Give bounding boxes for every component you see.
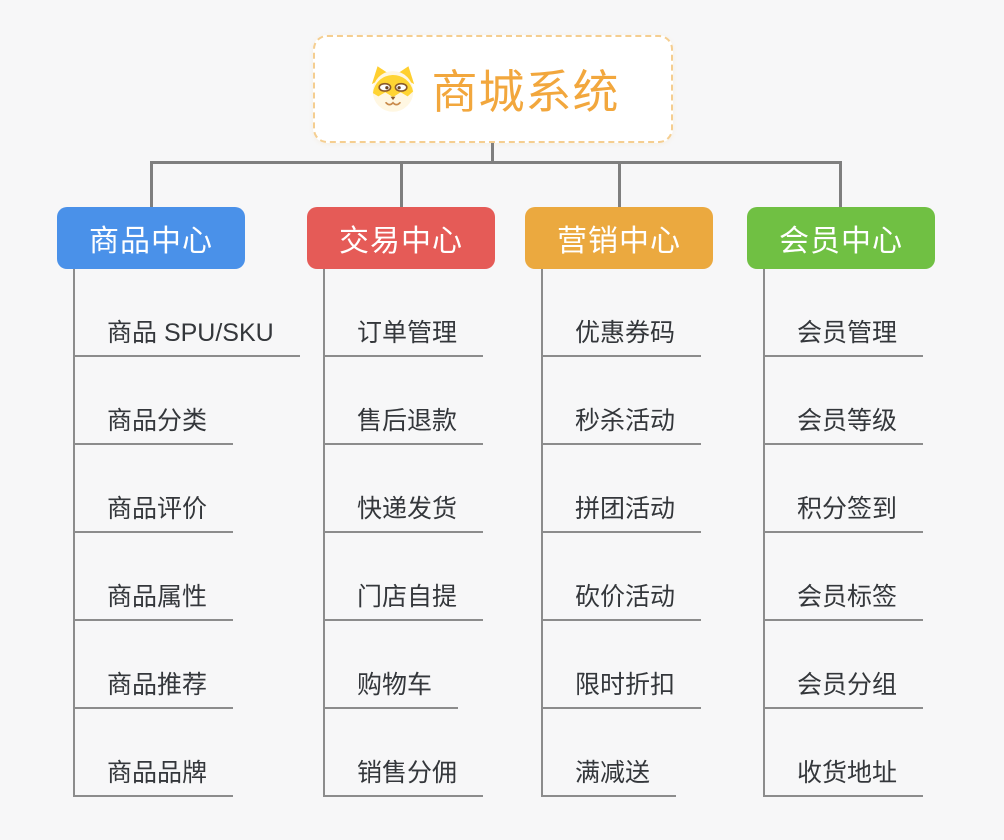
leaf-topic[interactable]: 会员分组 (765, 621, 924, 709)
leaf-topic[interactable]: 优惠券码 (543, 269, 702, 357)
leaf-topic[interactable]: 收货地址 (765, 709, 924, 797)
branch-topic-label: 商品中心 (89, 225, 213, 258)
leaf-topic[interactable]: 积分签到 (765, 445, 924, 533)
connector-root-drop (491, 143, 494, 163)
branch: 商品中心 商品 SPU/SKU 商品分类 商品评价 商品属性 商品推荐 商品品牌 (57, 207, 300, 797)
branch-topic-label: 会员中心 (779, 225, 903, 258)
branch-children: 订单管理 售后退款 快递发货 门店自提 购物车 销售分佣 (323, 269, 484, 797)
branch-topic[interactable]: 商品中心 (57, 207, 245, 269)
leaf-topic[interactable]: 商品 SPU/SKU (75, 269, 300, 357)
leaf-topic[interactable]: 门店自提 (325, 533, 484, 621)
leaf-topic[interactable]: 会员标签 (765, 533, 924, 621)
leaf-topic[interactable]: 购物车 (325, 621, 483, 709)
dog-icon (371, 66, 414, 112)
leaf-topic-label: 秒杀活动 (543, 409, 702, 445)
leaf-topic-label: 商品属性 (75, 585, 234, 621)
leaf-topic-label: 快递发货 (325, 497, 484, 533)
branch: 会员中心 会员管理 会员等级 积分签到 会员标签 会员分组 收货地址 (747, 207, 935, 797)
leaf-topic[interactable]: 会员等级 (765, 357, 924, 445)
leaf-topic[interactable]: 拼团活动 (543, 445, 702, 533)
leaf-topic-label: 商品推荐 (75, 673, 234, 709)
leaf-topic-label: 拼团活动 (543, 497, 702, 533)
leaf-topic-label: 商品 SPU/SKU (75, 321, 300, 357)
branch-topic[interactable]: 营销中心 (525, 207, 713, 269)
connector-drop-4 (839, 161, 842, 207)
branch-children: 会员管理 会员等级 积分签到 会员标签 会员分组 收货地址 (763, 269, 924, 797)
leaf-topic[interactable]: 商品推荐 (75, 621, 300, 709)
leaf-topic-label: 满减送 (543, 761, 677, 797)
leaf-topic-label: 会员等级 (765, 409, 924, 445)
leaf-topic[interactable]: 销售分佣 (325, 709, 484, 797)
branch-children: 优惠券码 秒杀活动 拼团活动 砍价活动 限时折扣 满减送 (541, 269, 702, 797)
branch-topic[interactable]: 交易中心 (307, 207, 495, 269)
leaf-topic[interactable]: 售后退款 (325, 357, 484, 445)
leaf-topic-label: 商品分类 (75, 409, 234, 445)
connector-bus (150, 161, 842, 164)
leaf-topic[interactable]: 限时折扣 (543, 621, 702, 709)
leaf-topic-label: 订单管理 (325, 321, 484, 357)
root-topic-label: 商城系统 (431, 66, 620, 118)
leaf-topic[interactable]: 商品品牌 (75, 709, 300, 797)
leaf-topic-label: 售后退款 (325, 409, 484, 445)
branch-topic-label: 交易中心 (339, 225, 463, 258)
leaf-topic-label: 会员标签 (765, 585, 924, 621)
leaf-topic-label: 购物车 (325, 673, 459, 709)
leaf-topic-label: 商品品牌 (75, 761, 234, 797)
leaf-topic-label: 会员分组 (765, 673, 924, 709)
leaf-topic-label: 砍价活动 (543, 585, 702, 621)
leaf-topic[interactable]: 满减送 (543, 709, 701, 797)
connector-drop-2 (400, 161, 403, 207)
leaf-topic[interactable]: 快递发货 (325, 445, 484, 533)
branch-topic-label: 营销中心 (557, 225, 681, 258)
leaf-topic-label: 优惠券码 (543, 321, 702, 357)
branch-topic[interactable]: 会员中心 (747, 207, 935, 269)
leaf-topic-label: 商品评价 (75, 497, 234, 533)
branch-children: 商品 SPU/SKU 商品分类 商品评价 商品属性 商品推荐 商品品牌 (73, 269, 300, 797)
leaf-topic-label: 限时折扣 (543, 673, 702, 709)
leaf-topic-label: 门店自提 (325, 585, 484, 621)
leaf-topic[interactable]: 秒杀活动 (543, 357, 702, 445)
leaf-topic-label: 收货地址 (765, 761, 924, 797)
root-topic[interactable]: 商城系统 (313, 35, 673, 143)
branch: 交易中心 订单管理 售后退款 快递发货 门店自提 购物车 销售分佣 (307, 207, 495, 797)
leaf-topic[interactable]: 订单管理 (325, 269, 484, 357)
leaf-topic-label: 会员管理 (765, 321, 924, 357)
leaf-topic-label: 销售分佣 (325, 761, 484, 797)
connector-drop-3 (618, 161, 621, 207)
branch: 营销中心 优惠券码 秒杀活动 拼团活动 砍价活动 限时折扣 满减送 (525, 207, 713, 797)
leaf-topic[interactable]: 商品评价 (75, 445, 300, 533)
leaf-topic[interactable]: 商品分类 (75, 357, 300, 445)
leaf-topic[interactable]: 会员管理 (765, 269, 924, 357)
leaf-topic[interactable]: 商品属性 (75, 533, 300, 621)
connector-drop-1 (150, 161, 153, 207)
leaf-topic-label: 积分签到 (765, 497, 924, 533)
leaf-topic[interactable]: 砍价活动 (543, 533, 702, 621)
